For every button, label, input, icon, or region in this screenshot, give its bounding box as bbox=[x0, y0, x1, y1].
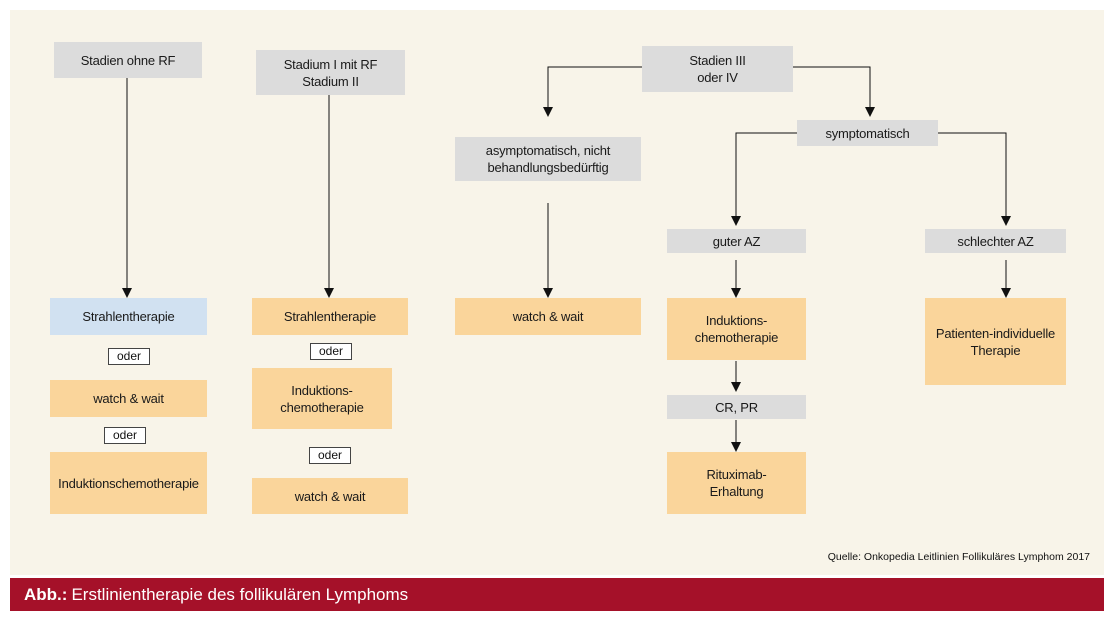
asymptomatisch-box: asymptomatisch, nicht behandlungsbedürft… bbox=[455, 137, 641, 181]
schlechter-az-label: schlechter AZ bbox=[957, 233, 1034, 249]
col2-strahlentherapie-box: Strahlentherapie bbox=[252, 298, 408, 335]
guter-az-box: guter AZ bbox=[667, 229, 806, 253]
guter-induktion-box: Induktions- chemotherapie bbox=[667, 298, 806, 360]
arrow-symptomatisch-to-guter-az bbox=[731, 132, 797, 226]
col1-induktionschemotherapie-box: Induktionschemotherapie bbox=[50, 452, 207, 514]
col2-watch-wait-box: watch & wait bbox=[252, 478, 408, 514]
col1-strahlentherapie-box: Strahlentherapie bbox=[50, 298, 207, 335]
guter-az-label: guter AZ bbox=[712, 233, 761, 249]
guter-induktion-line1: Induktions- bbox=[705, 313, 768, 328]
stadien-iii-box: Stadien III oder IV bbox=[642, 46, 793, 92]
rituximab-line2: Erhaltung bbox=[709, 484, 764, 499]
arrow-stadien-iii-to-asymptomatisch bbox=[543, 66, 642, 117]
col3-watch-wait-label: watch & wait bbox=[512, 309, 584, 324]
rituximab-line1: Rituximab- bbox=[706, 467, 767, 482]
col2-induktion-line1: Induktions- bbox=[291, 382, 353, 398]
col1-watch-wait-label: watch & wait bbox=[93, 391, 164, 406]
stadien-iii-line1: Stadien III bbox=[689, 53, 746, 68]
col2-strahlentherapie-label: Strahlentherapie bbox=[283, 309, 377, 324]
caption-text: Erstlinientherapie des follikulären Lymp… bbox=[71, 584, 409, 604]
caption-bar: Abb.: Erstlinientherapie des follikuläre… bbox=[10, 578, 1104, 611]
caption-prefix: Abb.: bbox=[24, 584, 68, 604]
schlechter-az-box: schlechter AZ bbox=[925, 229, 1066, 253]
stadium-i-rf-line1: Stadium I mit RF bbox=[283, 56, 378, 72]
patienten-line2: Therapie bbox=[970, 342, 1021, 358]
col1-watch-wait-box: watch & wait bbox=[50, 380, 207, 417]
col2-induktion-line2: chemotherapie bbox=[280, 399, 364, 415]
asymptomatisch-line1: asymptomatisch, nicht bbox=[485, 143, 611, 158]
stadien-ohne-rf-box: Stadien ohne RF bbox=[54, 42, 202, 78]
patienten-line1: Patienten-individuelle bbox=[935, 325, 1056, 341]
arrow-stadien-iii-to-symptomatisch bbox=[793, 66, 875, 117]
col1-oder-1: oder bbox=[108, 348, 150, 365]
rituximab-box: Rituximab- Erhaltung bbox=[667, 452, 806, 514]
guter-induktion-line2: chemotherapie bbox=[694, 330, 779, 345]
asymptomatisch-line2: behandlungsbedürftig bbox=[487, 160, 609, 175]
col1-strahlentherapie-label: Strahlentherapie bbox=[82, 309, 175, 324]
stadium-i-rf-line2: Stadium II bbox=[302, 73, 359, 89]
col1-induktionschemotherapie-label: Induktionschemotherapie bbox=[58, 475, 199, 491]
stadien-ohne-rf-label: Stadien ohne RF bbox=[80, 52, 176, 68]
col2-induktion-box: Induktions- chemotherapie bbox=[252, 368, 392, 429]
cr-pr-box: CR, PR bbox=[667, 395, 806, 419]
col3-watch-wait-box: watch & wait bbox=[455, 298, 641, 335]
col1-oder-2: oder bbox=[104, 427, 146, 444]
stadium-i-rf-box: Stadium I mit RF Stadium II bbox=[256, 50, 405, 95]
cr-pr-label: CR, PR bbox=[715, 399, 758, 415]
col2-watch-wait-label: watch & wait bbox=[294, 488, 366, 504]
symptomatisch-label: symptomatisch bbox=[825, 125, 910, 141]
source-note: Quelle: Onkopedia Leitlinien Follikuläre… bbox=[827, 551, 1090, 563]
col2-oder-2: oder bbox=[309, 447, 351, 464]
stadien-iii-line2: oder IV bbox=[697, 70, 738, 85]
symptomatisch-box: symptomatisch bbox=[797, 120, 938, 146]
col2-oder-1: oder bbox=[310, 343, 352, 360]
arrow-symptomatisch-to-schlechter-az bbox=[938, 132, 1011, 226]
patienten-individuelle-box: Patienten-individuelle Therapie bbox=[925, 298, 1066, 385]
